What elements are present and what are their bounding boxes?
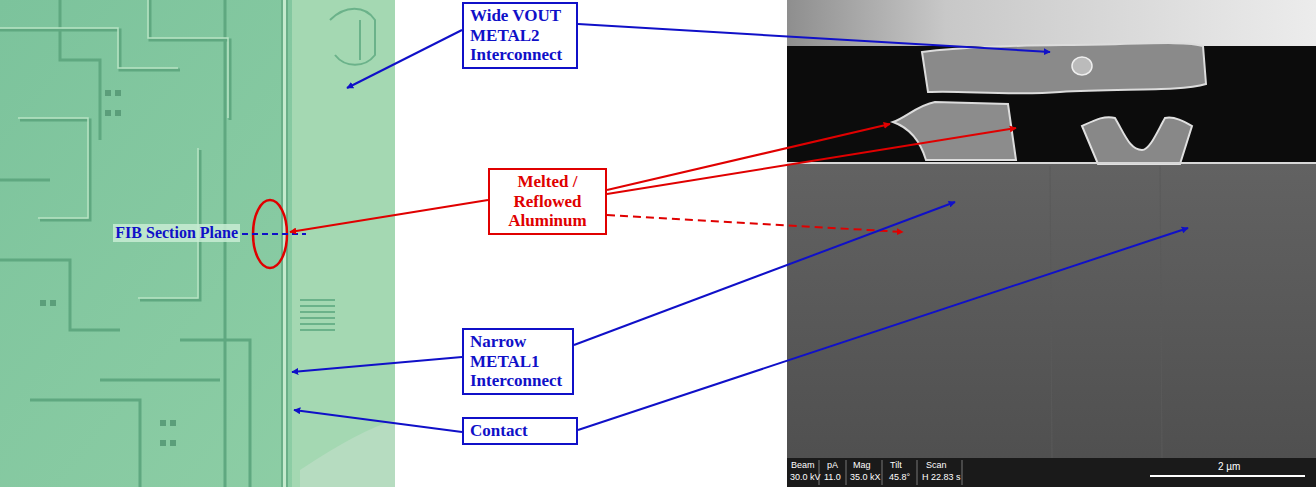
sem-param-value: H 22.83 s xyxy=(922,473,961,483)
section-plane-label: FIB Section Plane xyxy=(113,224,240,242)
sem-param-name: Mag xyxy=(853,461,871,471)
callout-text: Contact xyxy=(470,421,570,441)
callout-box: Narrow METAL1 Interconnect xyxy=(462,328,574,395)
sem-param-value: 30.0 kV xyxy=(790,473,821,483)
optical-photo xyxy=(0,0,395,487)
sem-param-name: Tilt xyxy=(890,461,902,471)
sem-param-value: 45.8° xyxy=(889,473,910,483)
callout-box: Wide VOUT METAL2 Interconnect xyxy=(462,2,578,69)
leader-arrows xyxy=(290,24,1188,432)
callout-text: Wide VOUT METAL2 Interconnect xyxy=(470,6,570,65)
sem-param-name: Beam xyxy=(791,461,815,471)
callout-box: Contact xyxy=(462,417,578,445)
sem-param-name: Scan xyxy=(926,461,947,471)
scale-bar-label: 2 µm xyxy=(1218,461,1240,472)
sem-param-value: 11.0 xyxy=(824,473,841,483)
sem-param-name: pA xyxy=(827,461,838,471)
sem-param-value: 35.0 kX xyxy=(850,473,881,483)
sem-cross-section xyxy=(787,0,1316,487)
callout-text: Melted / Reflowed Aluminum xyxy=(496,172,599,231)
callout-text: Narrow METAL1 Interconnect xyxy=(470,332,566,391)
callout-box-red: Melted / Reflowed Aluminum xyxy=(488,168,607,235)
